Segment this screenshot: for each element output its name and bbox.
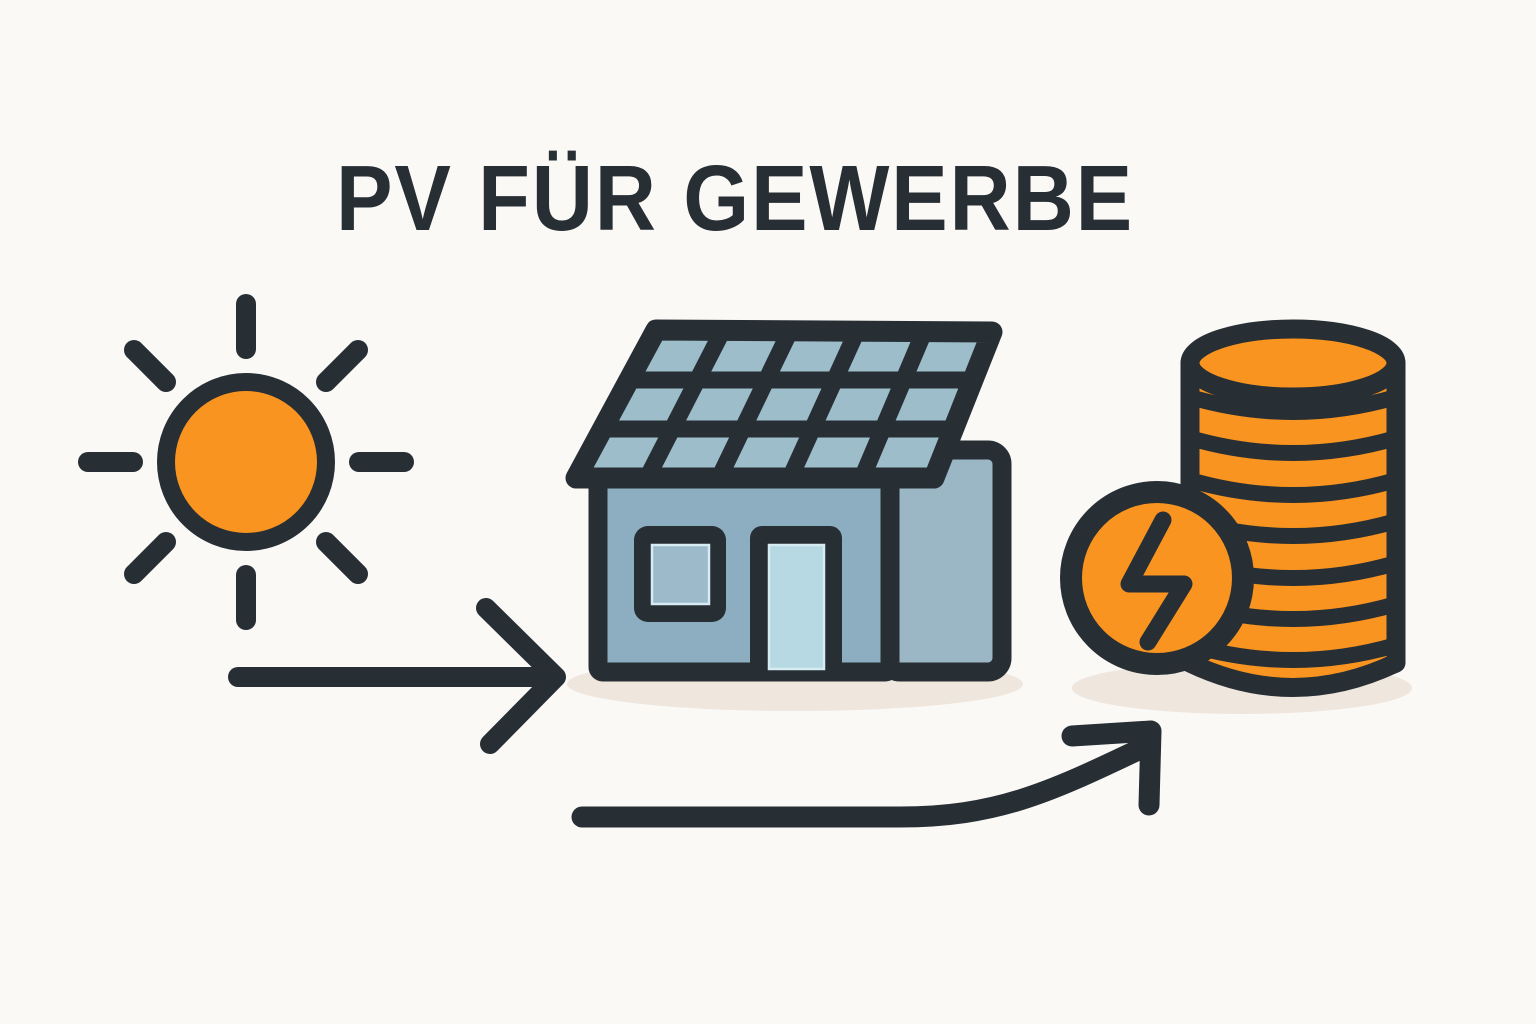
solar-panel-grid [603, 326, 972, 482]
lightning-bolt-icon [1120, 511, 1193, 651]
arrow-curve-shaft [571, 740, 1147, 828]
sun-rays [78, 294, 414, 630]
door-panel [767, 543, 826, 671]
energy-coin-icon [1060, 481, 1254, 675]
sun-icon [78, 294, 414, 630]
sun-core [157, 373, 335, 551]
page-title: PV FÜR GEWERBE [336, 146, 1134, 250]
coin-stack-top [1180, 319, 1406, 407]
solar-panel-frame [565, 319, 1003, 489]
arrow-right-head [476, 598, 566, 754]
solar-panel-roof [565, 319, 1003, 489]
window-pane [650, 543, 711, 606]
arrow-up-right-icon [571, 720, 1162, 828]
solar-building-icon [565, 319, 1012, 682]
arrow-right-icon [228, 598, 566, 754]
arrow-curve-head [1061, 720, 1162, 816]
